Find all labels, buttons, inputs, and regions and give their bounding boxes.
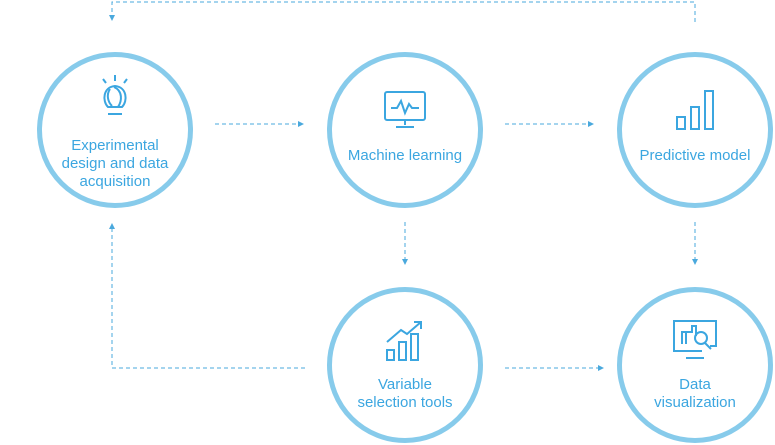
bar-chart-icon xyxy=(676,90,714,130)
node-variable-selection: Variable selection tools xyxy=(327,287,483,443)
node-label: Predictive model xyxy=(639,147,751,164)
lightbulb-icon xyxy=(102,75,128,115)
node-label: Data visualization xyxy=(654,376,736,411)
arrow-predictive-to-experimental xyxy=(109,1,696,22)
node-predictive-model: Predictive model xyxy=(617,52,773,208)
node-machine-learning: Machine learning xyxy=(327,52,483,208)
trend-chart-icon xyxy=(386,321,422,361)
node-label: Variable selection tools xyxy=(357,376,453,411)
monitor-pulse-icon xyxy=(384,91,426,128)
node-data-visualization: Data visualization xyxy=(617,287,773,443)
node-label: Machine learning xyxy=(347,147,463,164)
monitor-search-icon xyxy=(673,320,717,359)
node-label: Experimental design and data acquisition xyxy=(61,137,169,190)
arrow-variable-to-experimental xyxy=(109,223,305,369)
node-experimental: Experimental design and data acquisition xyxy=(37,52,193,208)
